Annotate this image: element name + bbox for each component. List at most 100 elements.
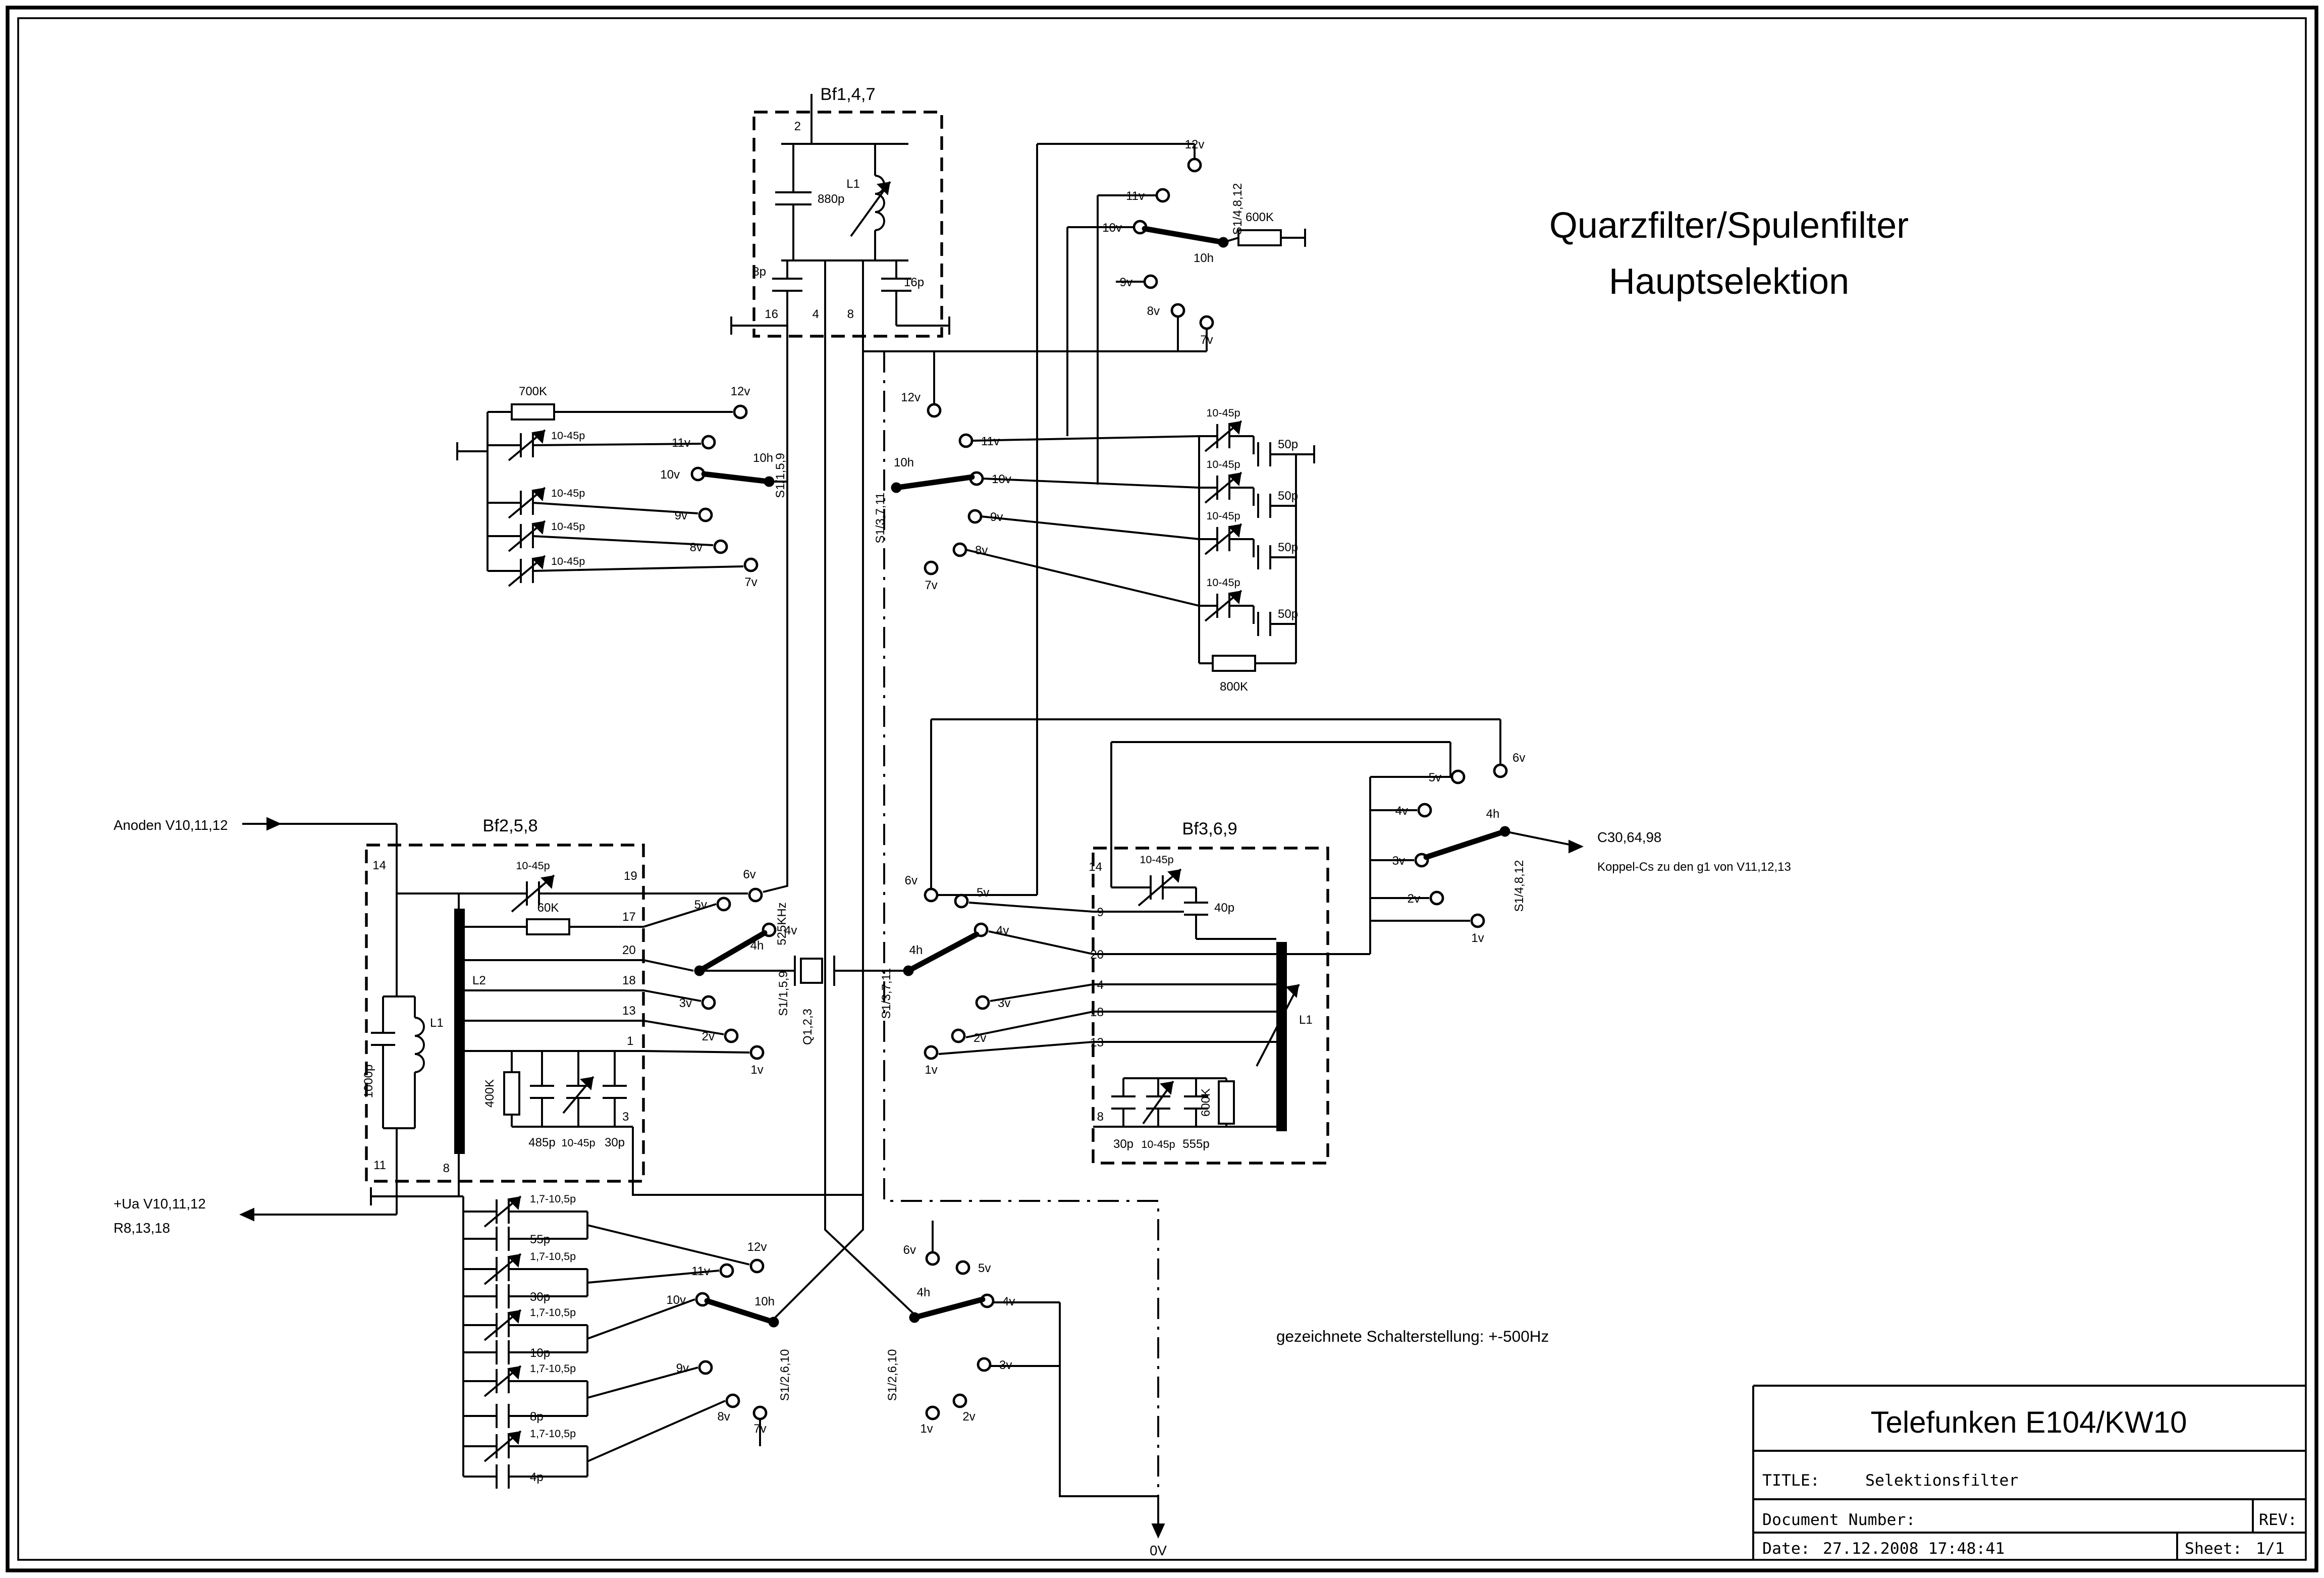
contact-7v	[752, 1405, 768, 1421]
trimmer-label: 1,7-10,5p	[530, 1427, 576, 1440]
contact-label: 11v	[1126, 189, 1145, 203]
trimmer-label: 10-45p	[551, 520, 585, 533]
contact-label: 1v	[750, 1063, 763, 1077]
contact-8v	[713, 539, 728, 554]
cap-label: 30p	[1113, 1137, 1133, 1151]
contact-6v	[925, 1251, 940, 1266]
contact-9v	[698, 1360, 713, 1375]
trimmer-label: 1,7-10,5p	[530, 1362, 576, 1375]
contact-9v	[967, 509, 983, 524]
contact-label: 3v	[1392, 854, 1405, 868]
inductor-l1	[1276, 942, 1287, 1131]
switch-s148-right: 6v 5v 4v 3v 2v 1v 4h S1/4,8,12 C30,64,98…	[1392, 751, 1791, 945]
title-block: Telefunken E104/KW10 TITLE: Selektionsfi…	[1752, 1385, 2306, 1560]
contact-1v	[925, 1405, 940, 1421]
contact-6v	[1493, 763, 1508, 778]
block-bf147: Bf1,4,7 2 880p L1 8p 16p 16 4 8	[730, 85, 950, 371]
pin-label: 11	[373, 1159, 386, 1172]
pin-label: 8	[1097, 1110, 1104, 1124]
trimmer-label: 10-45p	[516, 859, 550, 872]
resistor-label: 60K	[537, 901, 559, 915]
cap-label: 50p	[1278, 541, 1298, 554]
wiper-label: 4h	[1486, 807, 1500, 821]
trimmer-label: 10-45p	[1206, 509, 1240, 522]
contact-label: 5v	[977, 886, 989, 900]
contact-1v	[749, 1045, 765, 1060]
contact-label: 12v	[1185, 138, 1205, 151]
bf147-c16-label: 16p	[904, 276, 924, 289]
contact-label: 8v	[690, 541, 702, 554]
product-title: Telefunken E104/KW10	[1870, 1405, 2187, 1439]
switch-s148-top: 12v 11v 10v 9v 8v 7v 10h 600K S1/4,8,12	[1102, 138, 1306, 347]
wiper-label: 10h	[753, 451, 773, 465]
contact-label: 4v	[784, 924, 797, 937]
trimmer-label: 1,7-10,5p	[530, 1192, 576, 1205]
contact-8v	[725, 1393, 740, 1408]
switch-s1371-top: 12v 11v 10v 9v 8v 7v 10h S1/3,7,11	[874, 391, 1011, 592]
switch-name: S1/4,8,12	[1512, 860, 1526, 912]
pin-label: 17	[622, 910, 636, 924]
resistor-label: 400K	[483, 1079, 497, 1108]
resistor-label: 800K	[1220, 680, 1248, 694]
contact-label: 3v	[999, 1358, 1012, 1372]
contact-label: 6v	[905, 874, 917, 887]
contact-8v	[1170, 303, 1185, 318]
switch-s1261-left: 12v 11v 10v 9v 8v 7v 10h S1/2,6,10	[666, 1240, 792, 1436]
drawing-title-line2: Hauptselektion	[1609, 261, 1849, 302]
contact-label: 6v	[903, 1243, 916, 1257]
bf147-pin-top: 2	[794, 120, 801, 133]
contact-label: 12v	[731, 385, 750, 398]
contact-3v	[977, 1357, 992, 1372]
contact-label: 1v	[1471, 931, 1484, 945]
cap-label: 50p	[1278, 607, 1298, 621]
cap-label: 30p	[605, 1136, 625, 1149]
switch-position-note: gezeichnete Schalterstellung: +-500Hz	[1276, 1327, 1549, 1345]
resistor-600k	[1237, 229, 1282, 246]
pin-label: 9	[1097, 906, 1104, 919]
zero-volt-label: 0V	[1150, 1543, 1167, 1558]
bank-left: 700K 10-45p 10-45p 10-45p 10-45p	[456, 385, 744, 587]
contact-2v	[1429, 890, 1444, 906]
cap-label: 55p	[530, 1233, 550, 1246]
trimmer-label: 10-45p	[1206, 406, 1240, 419]
title-value: Selektionsfilter	[1865, 1471, 2018, 1490]
switch-name: S1/1,5,9	[777, 971, 790, 1016]
pin-label: 1	[627, 1034, 633, 1048]
contact-label: 11v	[691, 1265, 710, 1278]
contact-4v	[1417, 803, 1432, 818]
contact-12v	[749, 1258, 765, 1274]
pin-label: 13	[1090, 1036, 1104, 1049]
pin-label: 19	[624, 869, 637, 883]
contact-8v	[952, 542, 967, 557]
inductor-label: L1	[430, 1016, 444, 1030]
switch-name: S1/2,6,10	[886, 1349, 899, 1401]
contact-7v	[1199, 315, 1214, 330]
switch-s1261-right: 6v 5v 4v 3v 2v 1v 4h S1/2,6,10	[886, 1243, 1015, 1436]
contact-label: 1v	[920, 1422, 933, 1436]
pin-label: 20	[1090, 948, 1104, 962]
ua-note-line1: +Ua V10,11,12	[114, 1196, 206, 1212]
contact-label: 7v	[925, 578, 937, 592]
switch-name: S1/2,6,10	[778, 1349, 792, 1401]
bf147-l1-label: L1	[846, 177, 860, 191]
anoden-note: Anoden V10,11,12	[114, 817, 228, 833]
bf147-pin4: 4	[813, 307, 819, 321]
contact-label: 6v	[743, 868, 755, 881]
wiper-label: 10h	[894, 456, 914, 469]
contact-7v	[743, 557, 759, 572]
wiper-label: 4h	[909, 943, 923, 957]
pin-label: 14	[1089, 860, 1102, 874]
crystal-freq: 525KHz	[775, 902, 789, 945]
cap-label: 1000p	[362, 1065, 375, 1098]
resistor-800k	[1212, 655, 1256, 672]
bf258-label: Bf2,5,8	[482, 816, 537, 835]
contact-label: 4v	[1002, 1295, 1015, 1308]
contact-11v	[719, 1263, 734, 1278]
contact-label: 5v	[694, 898, 707, 912]
contact-12v	[927, 403, 942, 418]
contact-label: 2v	[1408, 892, 1420, 906]
annotations: Anoden V10,11,12 +Ua V10,11,12 R8,13,18 …	[114, 817, 1549, 1558]
contact-5v	[954, 893, 969, 909]
contact-6v	[924, 887, 939, 903]
